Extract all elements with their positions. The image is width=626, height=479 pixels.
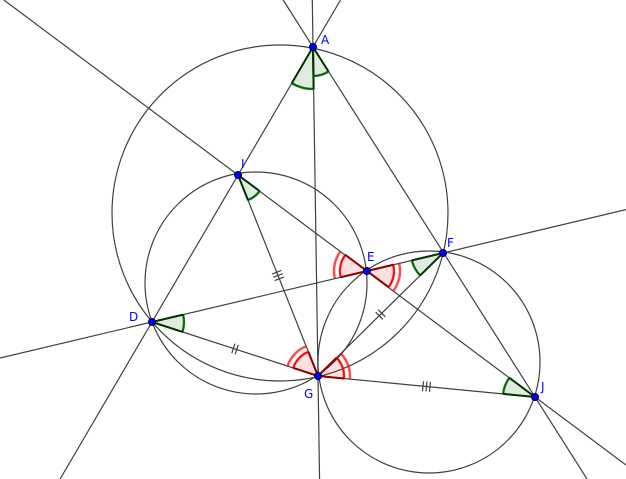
angle-FGJ-side bbox=[317, 357, 338, 377]
angle-FGJ-side bbox=[317, 375, 344, 380]
angle-FGJ-arc bbox=[335, 356, 346, 379]
angle-DGI-side bbox=[307, 351, 319, 377]
angle-EIG-side bbox=[237, 174, 249, 201]
point-E bbox=[363, 267, 371, 275]
label-A: A bbox=[321, 33, 330, 47]
angle-IED-arc bbox=[338, 254, 347, 278]
angle-IED-arc bbox=[332, 250, 342, 279]
circle-IDGE bbox=[144, 171, 368, 395]
segment-GJ-tick-mark bbox=[421, 381, 425, 392]
segment-IG-tick-mark bbox=[271, 269, 282, 275]
segment-IG-tick-mark bbox=[273, 273, 283, 278]
label-G: G bbox=[304, 387, 314, 401]
point-I bbox=[234, 171, 242, 179]
segment-DG-tick-mark bbox=[231, 343, 236, 354]
angle-DFG-side bbox=[419, 252, 444, 277]
angle-GAF-arc bbox=[313, 70, 330, 78]
angle-EIG-side bbox=[237, 174, 261, 192]
circle-EFJG bbox=[317, 250, 541, 474]
angle-FEJ-arc bbox=[387, 264, 396, 288]
segment-DG-tick-mark bbox=[234, 344, 239, 355]
angle-IAG-side bbox=[290, 46, 314, 84]
circle-ADGF bbox=[111, 44, 449, 382]
angle-EDG-side bbox=[151, 313, 184, 323]
angle-IJG-side bbox=[503, 392, 536, 398]
line-DEF bbox=[0, 209, 626, 359]
segment-IG-tick-mark bbox=[274, 276, 285, 282]
segment-GJ-tick-mark bbox=[428, 381, 432, 392]
segment-GJ-tick-mark bbox=[425, 381, 428, 392]
angle-FEJ-side bbox=[366, 270, 390, 289]
point-D bbox=[148, 318, 156, 326]
angle-GAF-side bbox=[312, 46, 330, 73]
point-J bbox=[531, 393, 539, 401]
angle-FGJ-arc bbox=[339, 352, 352, 380]
angle-DGI-arc bbox=[286, 345, 307, 367]
angle-IED-side bbox=[344, 254, 368, 272]
angle-DGI-side bbox=[292, 367, 319, 377]
angle-FEJ-side bbox=[366, 263, 394, 272]
angle-DFG-side bbox=[411, 252, 444, 262]
point-F bbox=[439, 249, 447, 257]
label-E: E bbox=[367, 250, 375, 264]
point-G bbox=[314, 372, 322, 380]
angle-EDG-side bbox=[151, 321, 183, 333]
angle-IJG-side bbox=[508, 377, 536, 398]
angle-DGI-arc bbox=[292, 350, 309, 369]
angle-FEJ-arc bbox=[392, 263, 402, 292]
angle-IED-side bbox=[340, 270, 368, 279]
segment-GF-tick-mark bbox=[375, 311, 384, 320]
label-J: J bbox=[541, 380, 545, 394]
point-A bbox=[309, 43, 317, 51]
label-I: I bbox=[241, 157, 245, 171]
segment-GF-tick-mark bbox=[377, 309, 386, 318]
label-F: F bbox=[447, 236, 454, 250]
label-D: D bbox=[129, 310, 139, 324]
